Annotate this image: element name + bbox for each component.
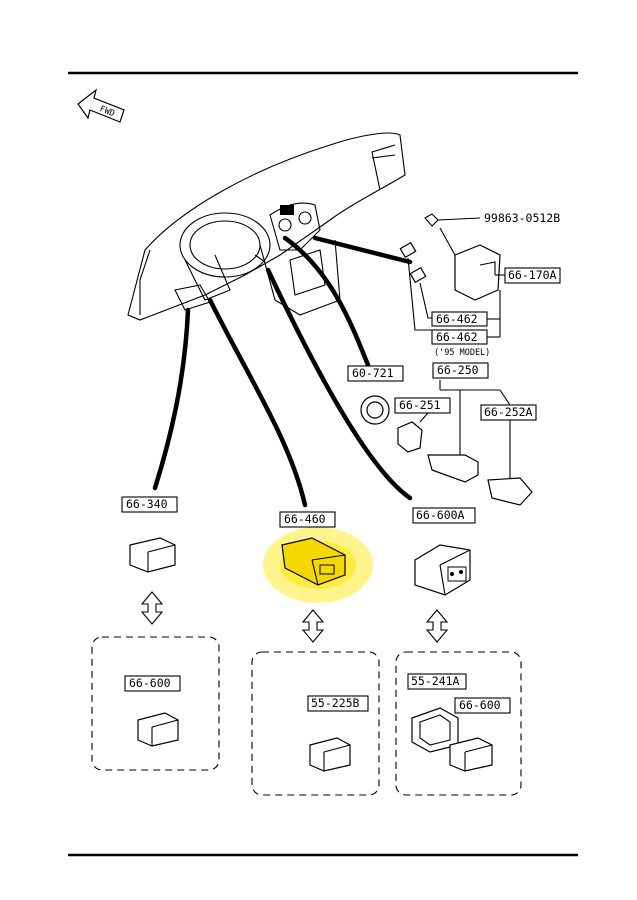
tag-lighter-group: 66-250 — [432, 362, 489, 379]
dashboard-illustration — [127, 132, 406, 321]
tag-box-right-part1: 55-241A — [407, 673, 467, 690]
fwd-arrow-icon: FWD — [77, 88, 125, 123]
option-box-left — [91, 636, 220, 771]
option-box-right — [395, 651, 522, 796]
tag-box-right-part2: 66-600 — [454, 697, 511, 714]
leader-left — [152, 307, 191, 491]
swap-arrow-center-icon — [301, 609, 325, 643]
switch-center-illustration — [281, 537, 346, 586]
option-box-center — [251, 651, 380, 796]
box-center-switch-illustration — [309, 737, 351, 772]
tag-lighter-socket-text: 66-251 — [399, 398, 441, 412]
tag-ring-text: 60-721 — [352, 366, 394, 380]
box-right-switch-illustration — [449, 737, 493, 772]
tag-box-center-part: 55-225B — [307, 695, 369, 712]
label-bolt: 99863-0512B — [484, 211, 560, 225]
swap-arrow-left-icon — [140, 591, 164, 625]
tag-switch-left-text: 66-340 — [126, 497, 168, 511]
leader-relay — [312, 235, 413, 265]
leader-right — [265, 267, 413, 501]
tag-box-left-part-text: 66-600 — [129, 676, 171, 690]
leader-ring — [282, 235, 371, 368]
tag-lighter-plug-text: 66-252A — [484, 405, 533, 419]
tag-box-center-part-text: 55-225B — [311, 696, 360, 710]
tag-box-right-part1-text: 55-241A — [411, 674, 460, 688]
tag-box-left-part: 66-600 — [124, 675, 181, 692]
box-left-switch-illustration — [137, 712, 179, 747]
tag-switch-left: 66-340 — [121, 496, 178, 513]
tag-clip1: 66-462 — [431, 311, 488, 327]
tag-switch-right: 66-600A — [412, 507, 476, 524]
relay-assembly — [399, 213, 505, 331]
tag-ring: 60-721 — [347, 365, 404, 382]
tag-switch-right-text: 66-600A — [416, 508, 465, 522]
tag-clip1-text: 66-462 — [436, 312, 478, 326]
tag-clip2: 66-462 — [431, 329, 488, 345]
tag-switch-center-text: 66-460 — [284, 512, 326, 526]
tag-lighter-socket: 66-251 — [394, 397, 451, 414]
leader-center — [207, 297, 308, 508]
tag-lighter-group-text: 66-250 — [437, 363, 479, 377]
swap-arrow-right-icon — [425, 609, 449, 643]
switch-right-illustration — [414, 544, 471, 596]
switch-left-illustration — [129, 537, 176, 573]
tag-lighter-plug: 66-252A — [480, 404, 537, 421]
tag-box-right-part2-text: 66-600 — [459, 698, 501, 712]
tag-clip2-text: 66-462 — [436, 330, 478, 344]
model-note: ('95 MODEL) — [434, 348, 490, 358]
tag-relay-text: 66-170A — [508, 268, 557, 282]
tag-relay: 66-170A — [504, 267, 561, 284]
tag-switch-center: 66-460 — [279, 511, 336, 528]
